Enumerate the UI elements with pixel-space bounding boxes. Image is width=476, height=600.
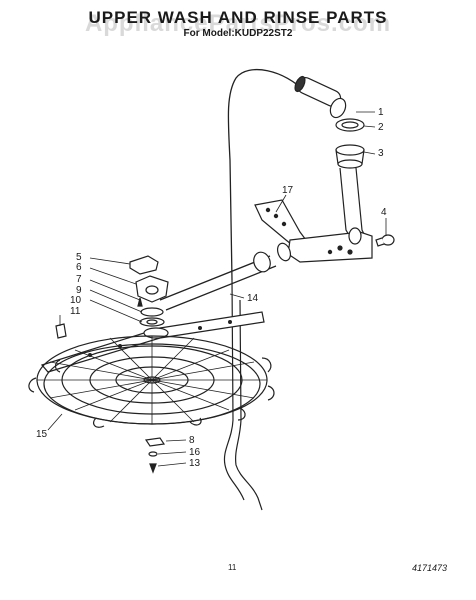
screw-lower[interactable]: [150, 464, 156, 472]
washer-small[interactable]: [149, 452, 157, 456]
end-cap[interactable]: [56, 324, 66, 338]
rack-hooks: [29, 358, 274, 427]
clip[interactable]: [130, 256, 158, 274]
screw[interactable]: [138, 298, 142, 306]
callout-15: 15: [36, 429, 48, 440]
diagram-id: 4171473: [412, 563, 448, 573]
page-number: 11: [228, 563, 237, 572]
callout-2: 2: [378, 122, 384, 133]
manifold-tube-end[interactable]: [293, 75, 349, 120]
callout-4: 4: [381, 207, 387, 218]
washer-lower[interactable]: [146, 438, 164, 446]
model-subtitle: For Model:KUDP22ST2: [183, 28, 293, 39]
callout-5: 5: [76, 252, 82, 263]
bearing-mount[interactable]: [136, 276, 168, 302]
callout-11: 11: [70, 306, 81, 317]
washer[interactable]: [140, 318, 164, 326]
callout-3: 3: [378, 148, 384, 159]
callout-1: 1: [378, 107, 384, 118]
diagram-title: UPPER WASH AND RINSE PARTS: [88, 8, 388, 27]
callout-17: 17: [282, 185, 294, 196]
callout-7: 7: [76, 274, 82, 285]
supply-tube[interactable]: [160, 241, 293, 310]
leader-lines: [48, 112, 386, 466]
seal[interactable]: [336, 119, 364, 131]
retainer[interactable]: [141, 308, 163, 316]
callout-6: 6: [76, 262, 82, 273]
lower-hose-outer: [236, 300, 262, 510]
tube-cap[interactable]: [376, 235, 394, 246]
callout-16: 16: [189, 447, 201, 458]
callout-14: 14: [247, 293, 259, 304]
connector[interactable]: [336, 145, 364, 168]
callout-10: 10: [70, 295, 82, 306]
manifold-arm: [288, 228, 372, 262]
rack-assembly[interactable]: [29, 336, 274, 427]
callout-8: 8: [189, 435, 195, 446]
watermark-text: AppliancePartsPros.com: [84, 10, 392, 37]
callout-13: 13: [189, 458, 201, 469]
lower-hose: [224, 280, 244, 500]
hose-loop: [228, 70, 305, 280]
callout-9: 9: [76, 285, 82, 296]
rack-spokes: [37, 336, 267, 424]
